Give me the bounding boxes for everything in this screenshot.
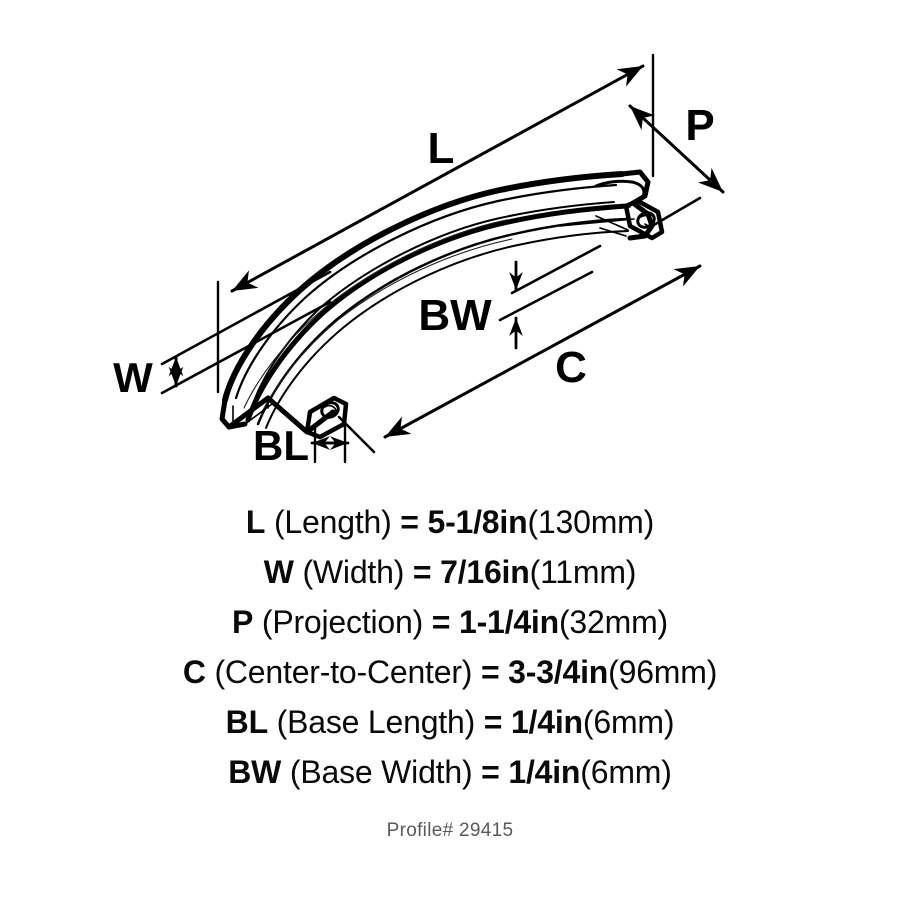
- spec-row-length: L (Length) = 5-1/8in(130mm): [0, 497, 900, 547]
- spec-metric: (6mm): [580, 754, 672, 790]
- projection-dimension-arrow: [628, 104, 725, 194]
- spec-metric: (32mm): [558, 604, 668, 640]
- center-leader-right: [650, 196, 702, 228]
- spec-value: 1-1/4in: [458, 604, 559, 640]
- spec-equals: =: [483, 704, 503, 740]
- profile-number: Profile# 29415: [386, 820, 514, 841]
- right-screw-spiral: [640, 214, 653, 227]
- base-width-reference-top: [510, 244, 602, 295]
- width-label: W: [113, 354, 153, 401]
- spec-metric: (96mm): [608, 654, 718, 690]
- spec-name: (Projection): [261, 604, 424, 640]
- spec-equals: =: [412, 554, 432, 590]
- specification-list: L (Length) = 5-1/8in(130mm) W (Width) = …: [0, 497, 900, 797]
- spec-value: 1/4in: [508, 754, 581, 790]
- left-screw-spiral: [324, 404, 337, 417]
- width-dimension-arrow: [160, 270, 332, 395]
- length-dimension-line: [230, 64, 645, 293]
- center-dimension-line: [383, 264, 702, 439]
- spec-symbol: BW: [228, 754, 282, 790]
- spec-name: (Width): [302, 554, 405, 590]
- technical-drawing: L W P C: [0, 0, 900, 490]
- spec-row-base-length: BL (Base Length) = 1/4in(6mm): [0, 697, 900, 747]
- width-reference-bottom: [160, 300, 332, 395]
- projection-label: P: [685, 101, 714, 150]
- spec-row-base-width: BW (Base Width) = 1/4in(6mm): [0, 747, 900, 797]
- spec-name: (Length): [273, 504, 392, 540]
- spec-metric: (11mm): [529, 554, 637, 590]
- spec-row-width: W (Width) = 7/16in(11mm): [0, 547, 900, 597]
- length-label: L: [428, 124, 455, 173]
- base-width-label: BW: [418, 291, 492, 340]
- spec-value: 7/16in: [440, 554, 530, 590]
- left-screw-boss: [320, 401, 340, 419]
- base-width-dimension-arrow: [498, 244, 602, 350]
- spec-symbol: L: [245, 504, 266, 540]
- projection-dimension-line: [628, 104, 725, 194]
- spec-name: (Base Width): [289, 754, 473, 790]
- spec-symbol: C: [182, 654, 206, 690]
- left-foot-base-top: [226, 395, 336, 435]
- spec-equals: =: [400, 504, 419, 540]
- spec-value: 3-3/4in: [508, 654, 609, 690]
- base-length-dimension-arrow: [310, 419, 350, 464]
- spec-name: (Base Length): [276, 704, 476, 740]
- spec-value: 1/4in: [510, 704, 583, 740]
- center-to-center-label: C: [555, 343, 587, 392]
- spec-symbol: BL: [225, 704, 268, 740]
- spec-metric: (6mm): [582, 704, 675, 740]
- spec-equals: =: [480, 654, 500, 690]
- spec-row-center-to-center: C (Center-to-Center) = 3-3/4in(96mm): [0, 647, 900, 697]
- spec-row-projection: P (Projection) = 1-1/4in(32mm): [0, 597, 900, 647]
- base-length-label: BL: [253, 422, 309, 469]
- spec-metric: (130mm): [527, 504, 655, 540]
- spec-value: 5-1/8in: [427, 504, 528, 540]
- spec-equals: =: [481, 754, 500, 790]
- drawing-background: [0, 0, 900, 490]
- width-reference-top: [160, 270, 332, 366]
- left-foot-outer: [219, 397, 248, 430]
- spec-equals: =: [431, 604, 451, 640]
- spec-symbol: P: [232, 604, 254, 640]
- spec-name: (Center-to-Center): [214, 654, 473, 690]
- base-width-reference-bottom: [498, 270, 594, 322]
- drawing-svg: L W P C: [0, 0, 900, 490]
- spec-symbol: W: [263, 554, 294, 590]
